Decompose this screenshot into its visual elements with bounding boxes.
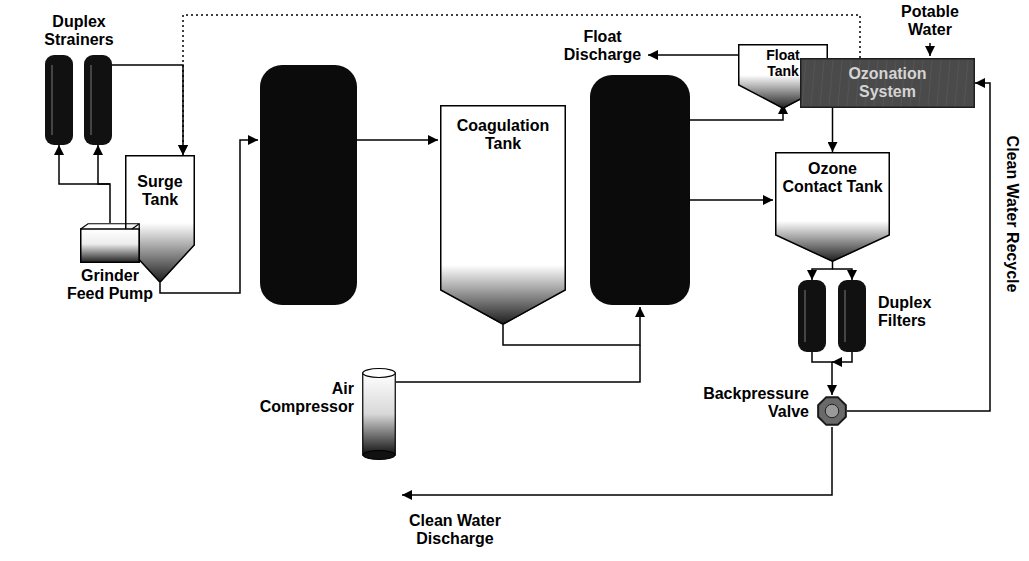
flow-line — [648, 54, 738, 56]
tank-outline — [776, 153, 890, 262]
node-label: Ozone Contact Tank — [775, 160, 890, 196]
connector-path — [812, 352, 832, 395]
filter-cylinder — [798, 280, 826, 352]
air-compressor-outline — [362, 368, 396, 460]
strainer-pair-outline — [45, 55, 112, 145]
node-label: Backpressure Valve — [692, 385, 809, 421]
node-label: Duplex Filters — [878, 294, 958, 330]
outlet-label: Float Discharge — [560, 28, 645, 64]
surge-tank: Surge Tank — [125, 155, 195, 283]
cylinder-highlight — [844, 290, 846, 342]
ozonation-box — [801, 59, 975, 108]
outlet-label: Clean Water Discharge — [400, 512, 510, 548]
air-line — [396, 345, 640, 382]
valve-stem — [825, 404, 839, 418]
connector-path — [832, 352, 852, 362]
recycle-label: Clean Water Recycle — [1003, 124, 1021, 304]
flow-connector — [59, 145, 110, 223]
cylinder-highlight — [804, 290, 806, 342]
flow-line — [357, 139, 438, 141]
filter-cylinder — [84, 55, 112, 145]
node-label: Surge Tank — [125, 173, 195, 209]
connector-path — [833, 269, 853, 280]
pump-body — [81, 229, 140, 262]
node-label: Coagulation Tank — [440, 117, 566, 153]
coagulation-tank: Coagulation Tank — [440, 105, 566, 325]
feed-pump: Grinder Feed Pump — [80, 223, 140, 263]
connector-path — [832, 108, 834, 152]
ozonation-system: Ozonation System — [800, 58, 975, 108]
connector-path — [183, 15, 860, 155]
inlet-label: Potable Water — [885, 3, 975, 39]
air-compressor: Air Compressor — [362, 368, 396, 460]
cylinder-highlight — [51, 65, 53, 135]
connector-path — [59, 145, 110, 223]
compressor-top — [363, 369, 396, 378]
liquid-level — [775, 221, 890, 262]
flow-connector — [847, 83, 990, 411]
strainer-pair: Duplex Strainers — [45, 55, 112, 145]
pump-top — [81, 224, 140, 263]
valve-body — [818, 397, 846, 425]
flow-line — [929, 43, 931, 56]
flow-line — [690, 199, 773, 201]
flow-line — [402, 427, 832, 495]
flotation-vessel — [590, 75, 690, 305]
compressor-body — [363, 373, 396, 455]
ozone-contact-tank: Ozone Contact Tank — [775, 152, 890, 262]
flow-line — [160, 140, 258, 293]
tank-outline — [126, 156, 195, 283]
filter-cylinder — [838, 280, 866, 352]
feed-pump-outline — [80, 223, 140, 263]
filter-pair-outline — [798, 280, 866, 352]
process-vessel — [260, 65, 357, 305]
backpressure-valve: Backpressure Valve — [817, 395, 847, 427]
connector-path — [847, 83, 990, 411]
node-label: Grinder Feed Pump — [65, 267, 155, 303]
liquid-level — [440, 265, 566, 325]
node-label: Duplex Strainers — [34, 13, 124, 49]
node-label: Air Compressor — [254, 380, 354, 416]
compressor-base — [363, 451, 396, 460]
filter-pair: Duplex Filters — [798, 280, 866, 352]
flow-connector — [832, 108, 833, 152]
flow-connector — [812, 262, 852, 280]
flow-connector — [112, 65, 183, 155]
cylinder-highlight — [90, 65, 92, 135]
flow-connector — [812, 352, 852, 395]
flow-connector — [183, 15, 860, 155]
filter-cylinder — [45, 55, 73, 145]
pump-edge — [132, 224, 139, 229]
flow-line — [690, 104, 783, 120]
tank-outline — [441, 106, 566, 325]
connector-path — [812, 262, 833, 280]
connector-path — [112, 65, 183, 155]
node-label: Ozonation System — [800, 65, 975, 101]
backpressure-valve-outline — [817, 395, 847, 427]
connector-path — [98, 145, 110, 184]
